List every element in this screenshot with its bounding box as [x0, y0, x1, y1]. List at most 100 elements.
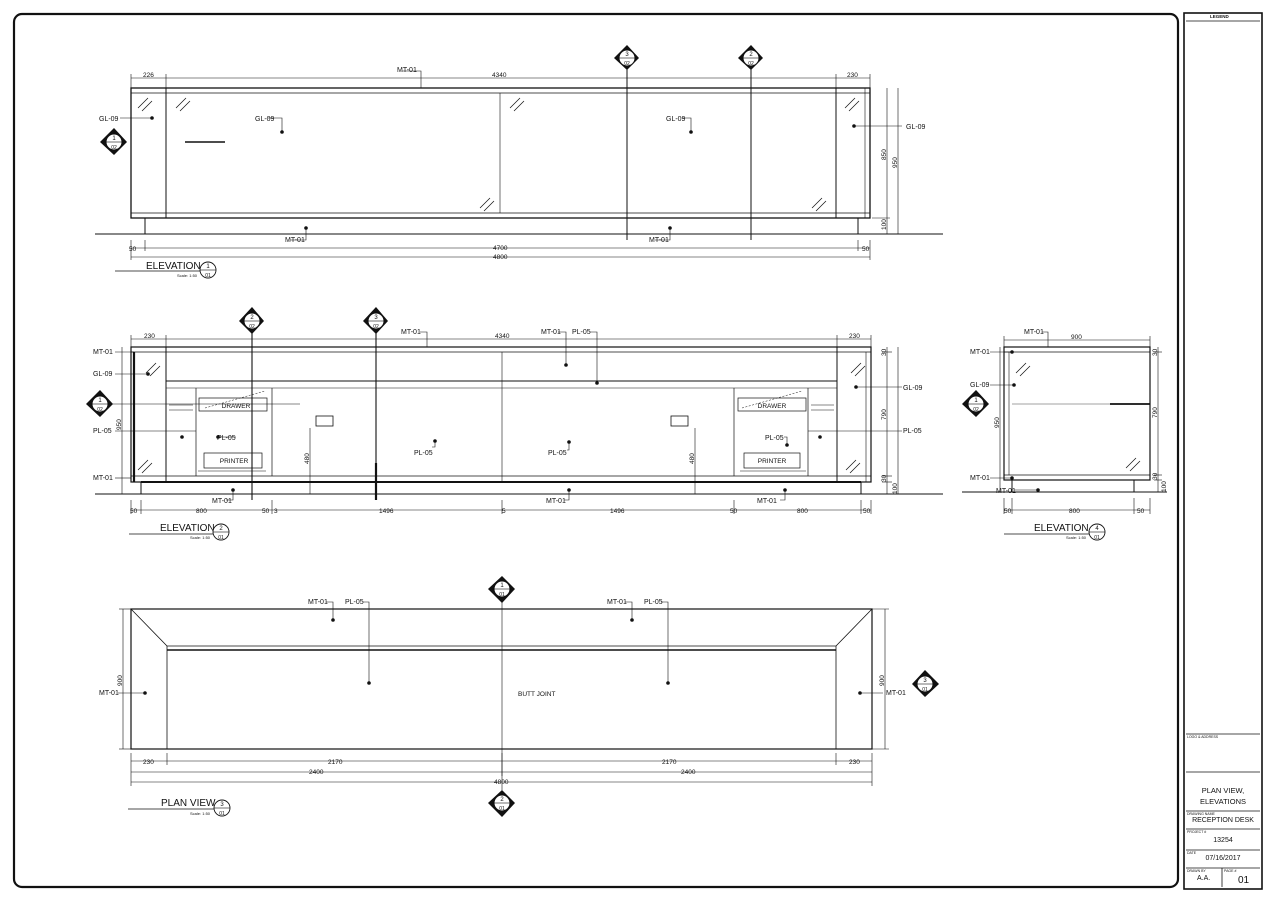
dimension: 1496 — [610, 508, 625, 515]
dimension: 50 — [863, 508, 871, 515]
view-title: PLAN VIEW 3 01 Scale: 1:50 — [128, 798, 231, 817]
tag: MT-01 — [541, 329, 561, 336]
marker-sheet: 02 — [373, 324, 379, 330]
tag: GL-09 — [666, 116, 686, 123]
dimension: 950 — [994, 417, 1001, 428]
marker-sheet: 02 — [111, 145, 117, 151]
tag: PL-05 — [572, 329, 591, 336]
view-scale: Scale: 1:50 — [177, 273, 198, 278]
printer-label: PRINTER — [220, 458, 249, 465]
tag: MT-01 — [308, 599, 328, 606]
tag: PL-05 — [644, 599, 663, 606]
drawn-by-label: DRAWN BY — [1187, 869, 1206, 873]
dimension: 950 — [892, 157, 899, 168]
dimension: 5 — [502, 508, 506, 515]
dimension: 30 — [881, 348, 888, 356]
dimension: 50 — [730, 508, 738, 515]
elevation-4-dots — [1010, 350, 1040, 492]
logo-label: LOGO & ADDRESS — [1187, 735, 1219, 739]
marker-sheet: 02 — [97, 407, 103, 413]
view-title-text: PLAN VIEW — [161, 798, 216, 809]
tag: MT-01 — [546, 498, 566, 505]
elevation-2-text: MT-01 MT-01 PL-05 MT-01 GL-09 PL-05 MT-0… — [93, 329, 923, 515]
dimension: 230 — [143, 759, 154, 766]
plan-view — [118, 601, 889, 790]
dimension: 900 — [1071, 334, 1082, 341]
dimension: 4340 — [495, 333, 510, 340]
sheet-title-line2: ELEVATIONS — [1200, 797, 1246, 806]
section-marker: 2 01 — [488, 790, 515, 817]
dimension: 100 — [881, 219, 888, 230]
dimension: 230 — [847, 72, 858, 79]
section-marker: 1 02 — [86, 390, 300, 417]
tag: MT-01 — [212, 498, 232, 505]
tag: MT-01 — [886, 690, 906, 697]
tag: MT-01 — [99, 690, 119, 697]
page-label: PAGE # — [1224, 869, 1237, 873]
elevation-1-dots — [150, 116, 856, 230]
view-title: ELEVATION 1 01 Scale: 1:50 — [115, 261, 217, 279]
section-marker: 1 01 — [488, 576, 515, 603]
tag: GL-09 — [970, 382, 990, 389]
tag: GL-09 — [99, 116, 119, 123]
dimension: 30 — [1152, 348, 1159, 356]
tag: MT-01 — [397, 67, 417, 74]
marker-sheet: 01 — [922, 687, 928, 693]
marker-number: 1 — [974, 398, 978, 404]
marker-sheet: 01 — [499, 806, 505, 812]
dimension: 790 — [881, 409, 888, 420]
project-label: PROJECT # — [1187, 830, 1207, 834]
elevation-4 — [962, 331, 1167, 514]
view-number: 4 — [1095, 526, 1099, 532]
view-scale: Scale: 1:50 — [1066, 535, 1087, 540]
section-marker: 1 02 — [962, 390, 989, 417]
tag: PL-05 — [903, 428, 922, 435]
tag: MT-01 — [757, 498, 777, 505]
dimension: 230 — [144, 333, 155, 340]
dimension: 2170 — [328, 759, 343, 766]
marker-sheet: 01 — [499, 592, 505, 598]
view-number: 1 — [206, 264, 210, 270]
tag: MT-01 — [1024, 329, 1044, 336]
dimension: 100 — [1161, 481, 1168, 492]
dimension: 50 — [129, 246, 137, 253]
drawn-by: A.A. — [1197, 875, 1211, 882]
marker-number: 1 — [500, 583, 504, 589]
view-sheet: 01 — [218, 535, 224, 541]
marker-number: 3 — [923, 678, 927, 684]
section-marker: 3 01 — [912, 670, 939, 697]
dimension: 50 — [1004, 508, 1012, 515]
title-block-border — [1183, 12, 1263, 890]
dimension: 1496 — [379, 508, 394, 515]
page-number: 01 — [1238, 875, 1250, 886]
view-number: 2 — [219, 526, 223, 532]
dimension: 480 — [304, 453, 311, 464]
drawing-name-label: DRAWING NAME — [1187, 812, 1215, 816]
marker-sheet: 02 — [624, 61, 630, 67]
dimension: 230 — [849, 759, 860, 766]
dimension: 480 — [689, 453, 696, 464]
marker-number: 2 — [749, 52, 753, 58]
dimension: 4800 — [493, 254, 508, 261]
section-marker: 3 02 — [363, 307, 388, 334]
marker-number: 1 — [112, 136, 116, 142]
elevation-1-text: MT-01 GL-09 GL-09 GL-09 GL-09 MT-01 MT-0… — [99, 67, 926, 261]
view-title-text: ELEVATION — [146, 261, 201, 272]
view-title-text: ELEVATION — [160, 523, 215, 534]
tag: GL-09 — [906, 124, 926, 131]
dimension: 3 — [274, 508, 278, 515]
tag: MT-01 — [607, 599, 627, 606]
view-title: ELEVATION 4 01 Scale: 1:50 — [1004, 523, 1106, 541]
tag: GL-09 — [255, 116, 275, 123]
date-label: DATE — [1187, 851, 1197, 855]
dimension: 50 — [130, 508, 138, 515]
dimension: 790 — [1152, 407, 1159, 418]
plan-view-text: MT-01 PL-05 MT-01 PL-05 MT-01 MT-01 BUTT… — [99, 599, 906, 786]
drawer-label: DRAWER — [758, 403, 787, 410]
dimension: 950 — [116, 419, 123, 430]
legend-label: LEGEND — [1210, 14, 1229, 19]
dimension: 900 — [117, 675, 124, 686]
view-sheet: 01 — [219, 811, 225, 817]
marker-number: 2 — [500, 797, 504, 803]
